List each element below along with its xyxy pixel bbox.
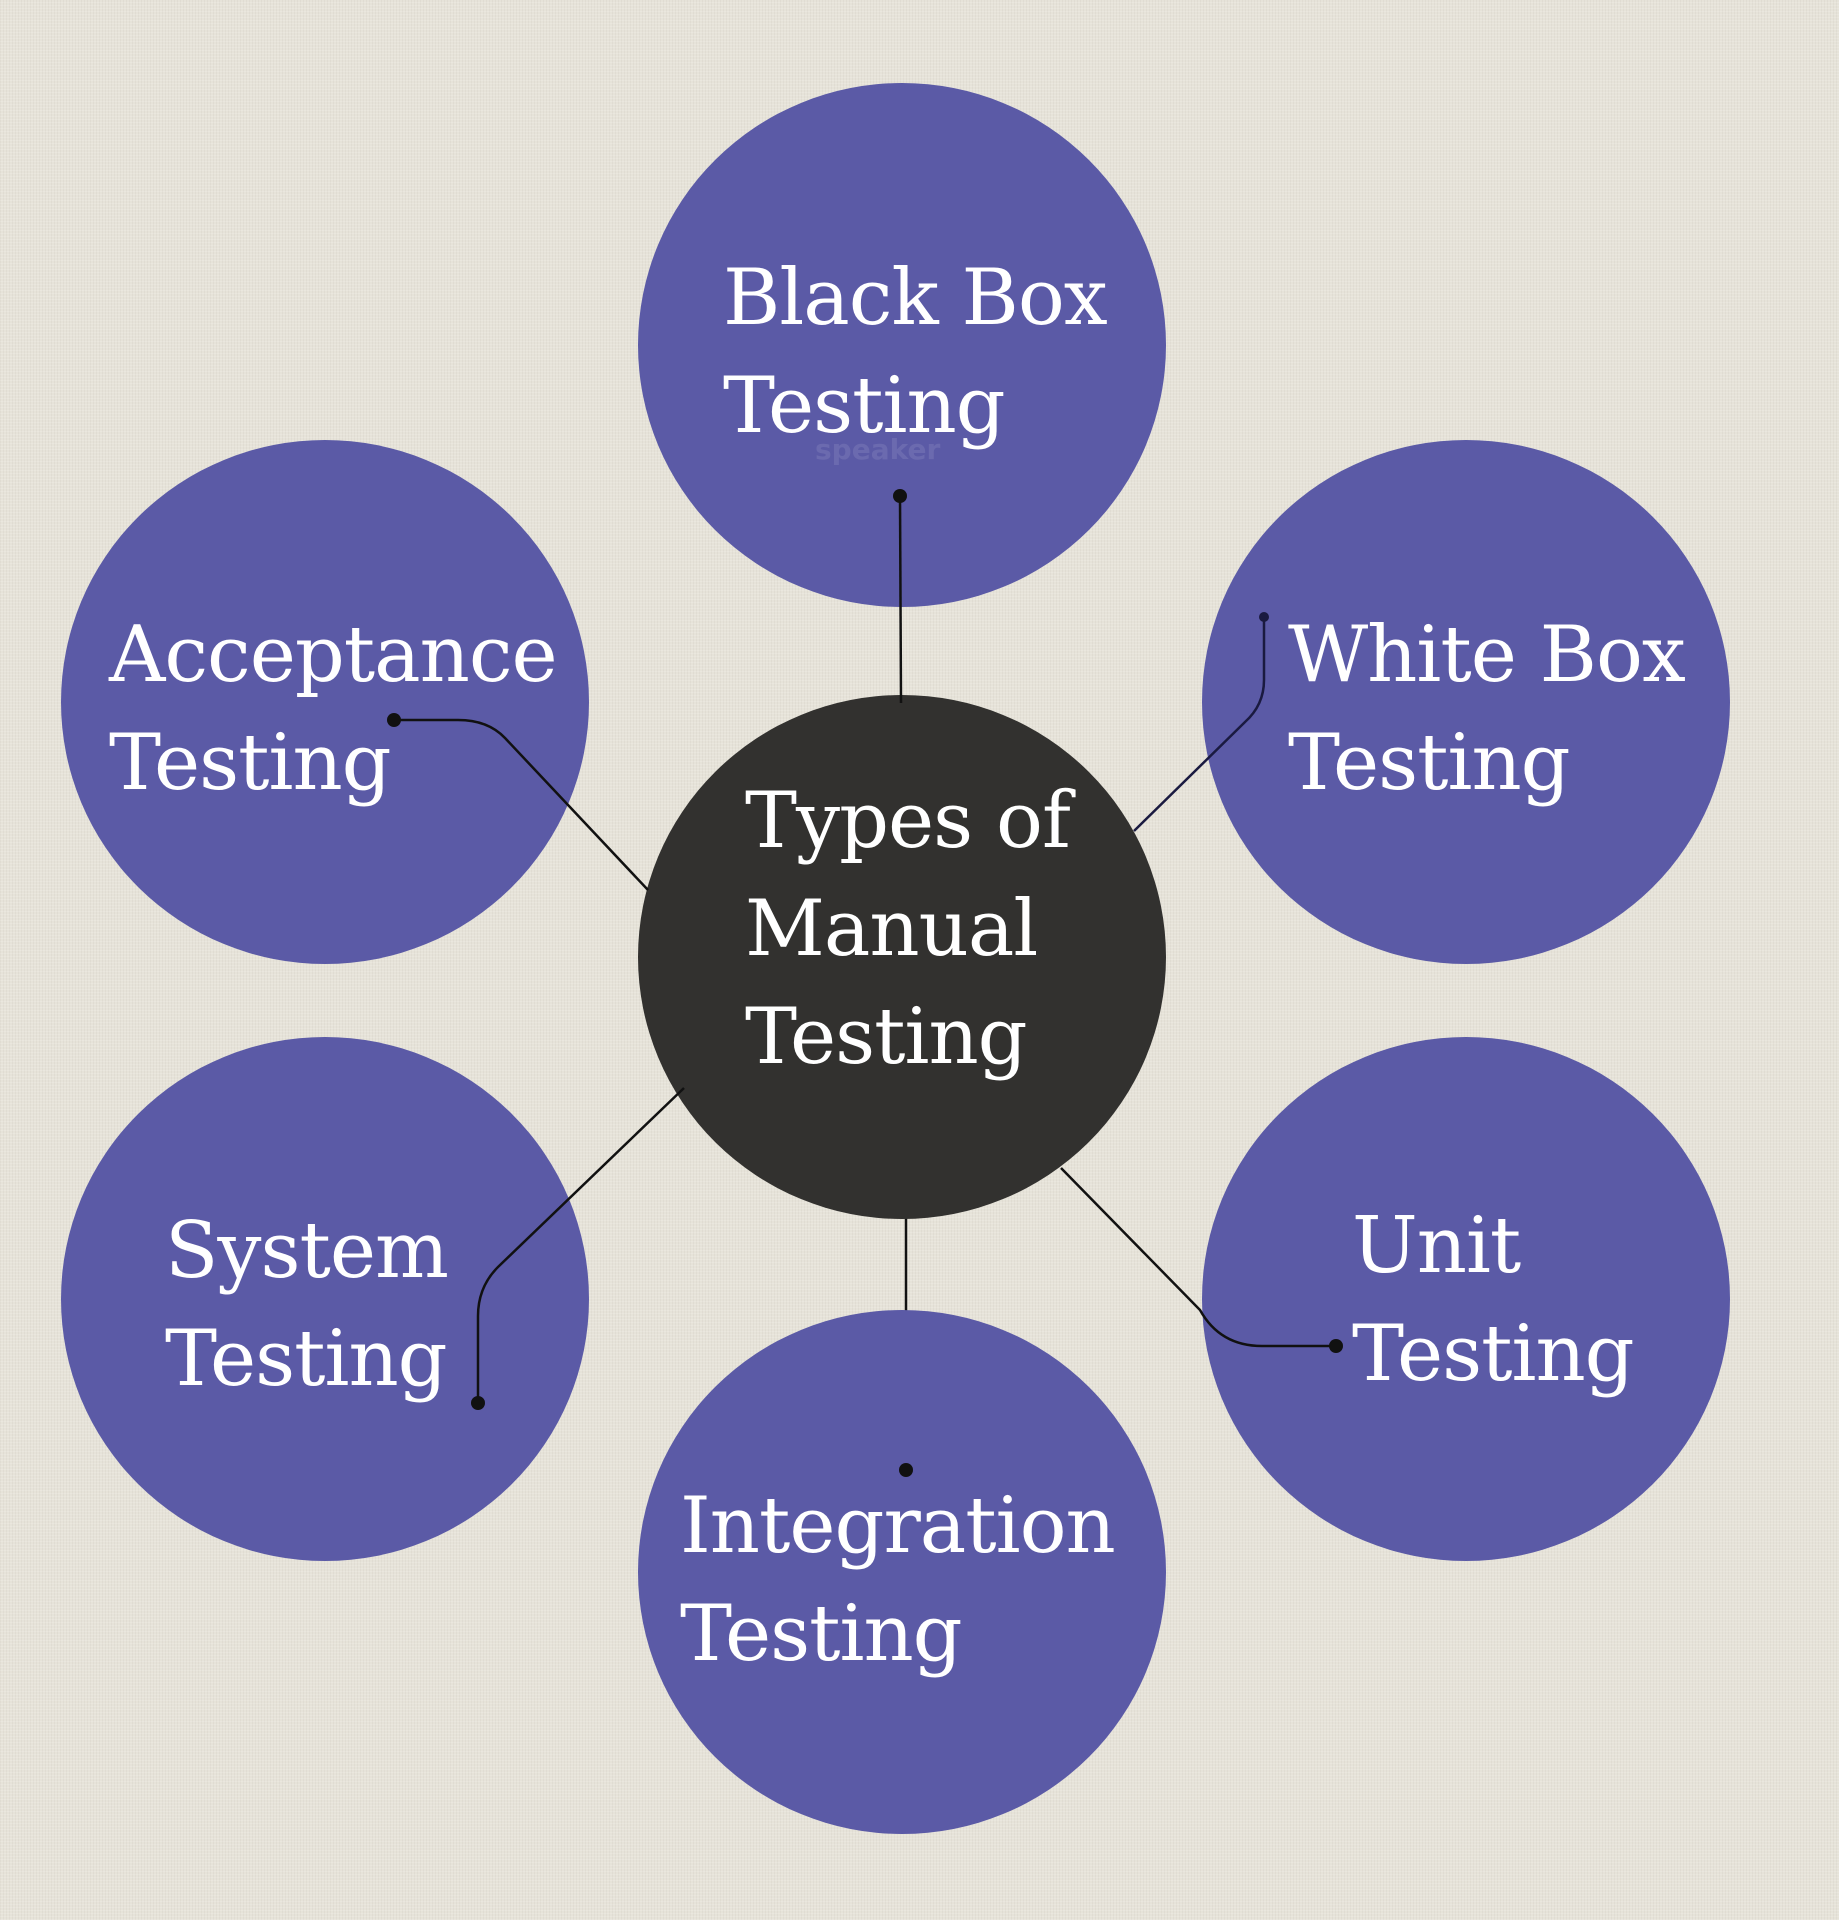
watermark-text: speaker (815, 433, 941, 466)
label-acceptance-line1: Acceptance (109, 610, 558, 700)
label-unit-testing: Unit Testing (1352, 1192, 1635, 1408)
label-center-line2: Manual (745, 884, 1038, 974)
label-center-line1: Types of (745, 776, 1071, 866)
label-unit-line1: Unit (1352, 1201, 1521, 1291)
label-black-box-testing: Black Box Testing (723, 244, 1108, 460)
label-unit-line2: Testing (1352, 1309, 1635, 1399)
label-integration-testing: Integration Testing (680, 1472, 1116, 1688)
label-system-line1: System (165, 1206, 449, 1296)
node-types-of-manual-testing (638, 695, 1166, 1219)
label-white-box-line1: White Box (1288, 610, 1686, 700)
label-system-line2: Testing (165, 1314, 448, 1404)
label-black-box-line1: Black Box (723, 253, 1108, 343)
label-system-testing: System Testing (165, 1197, 449, 1413)
label-integration-line1: Integration (680, 1481, 1116, 1571)
label-center-line3: Testing (745, 992, 1028, 1082)
label-white-box-testing: White Box Testing (1288, 601, 1686, 817)
label-integration-line2: Testing (680, 1589, 963, 1679)
label-acceptance-testing: Acceptance Testing (109, 601, 558, 817)
node-integration-testing (638, 1310, 1166, 1834)
node-white-box-testing (1202, 440, 1730, 964)
label-white-box-line2: Testing (1288, 718, 1571, 808)
label-types-of-manual-testing: Types of Manual Testing (745, 767, 1071, 1091)
label-acceptance-line2: Testing (109, 718, 392, 808)
label-black-box-line2: Testing (723, 361, 1006, 451)
